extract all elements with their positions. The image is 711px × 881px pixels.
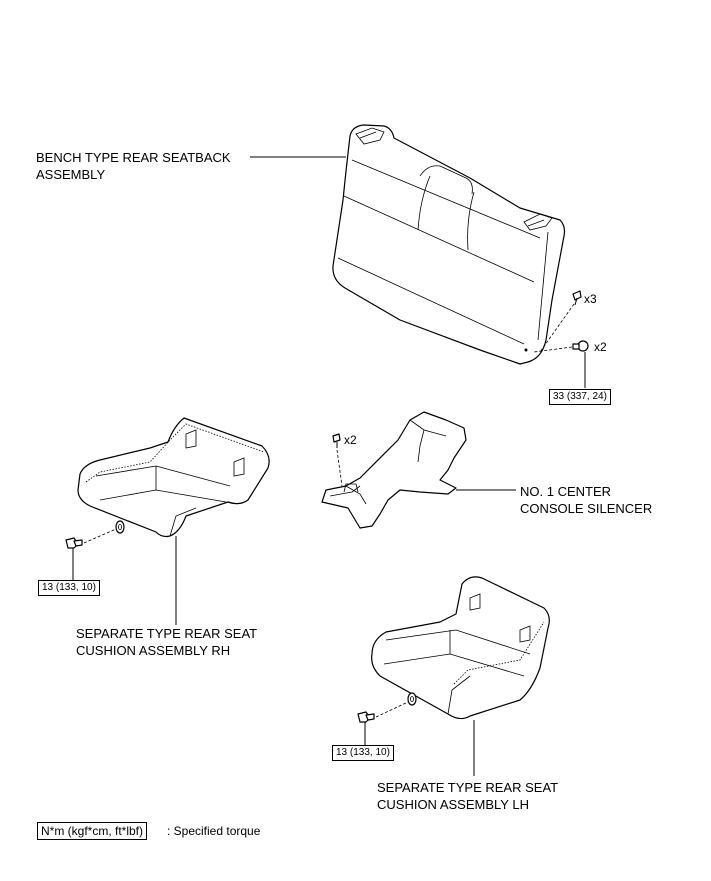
silencer-label-line1: NO. 1 CENTER (520, 484, 612, 499)
rear-seatback-drawing (332, 124, 566, 365)
cushion-lh-label-line2: CUSHION ASSEMBLY LH (377, 797, 529, 812)
torque-legend-description: : Specified torque (167, 824, 261, 838)
cushion-rh-washer-icon (115, 520, 125, 534)
seatback-screw-quantity: x3 (584, 292, 597, 306)
cushion-rh-bolt-icon (65, 537, 83, 549)
seatback-bolt-icon (572, 340, 589, 352)
seatback-screw-icon (572, 290, 582, 306)
cushion-lh-label-line1: SEPARATE TYPE REAR SEAT (377, 780, 559, 795)
cushion-rh-label-line2: CUSHION ASSEMBLY RH (76, 643, 231, 658)
seatback-label: BENCH TYPE REAR SEATBACK ASSEMBLY (36, 149, 231, 183)
torque-legend-unit: N*m (kgf*cm, ft*lbf) (37, 822, 148, 840)
cushion-lh-bolt-icon (357, 711, 375, 723)
cushion-rh-torque-box: 13 (133, 10) (38, 580, 100, 596)
silencer-clip-quantity: x2 (344, 433, 357, 447)
cushion-lh-label: SEPARATE TYPE REAR SEAT CUSHION ASSEMBLY… (377, 779, 558, 813)
silencer-label: NO. 1 CENTER CONSOLE SILENCER (520, 483, 652, 517)
cushion-rh-drawing (77, 417, 270, 538)
silencer-label-line2: CONSOLE SILENCER (520, 501, 653, 516)
seatback-torque-box: 33 (337, 24) (549, 389, 611, 405)
console-silencer-drawing (321, 411, 467, 529)
cushion-lh-drawing (371, 576, 550, 720)
seatback-label-line2: ASSEMBLY (36, 167, 106, 182)
silencer-clip-icon (332, 433, 341, 448)
cushion-lh-washer-icon (407, 692, 417, 706)
seatback-bolt-quantity: x2 (594, 340, 607, 354)
cushion-rh-label-line1: SEPARATE TYPE REAR SEAT (76, 626, 258, 641)
seatback-label-line1: BENCH TYPE REAR SEATBACK (36, 150, 231, 165)
cushion-rh-label: SEPARATE TYPE REAR SEAT CUSHION ASSEMBLY… (76, 625, 257, 659)
cushion-lh-torque-box: 13 (133, 10) (332, 745, 394, 761)
